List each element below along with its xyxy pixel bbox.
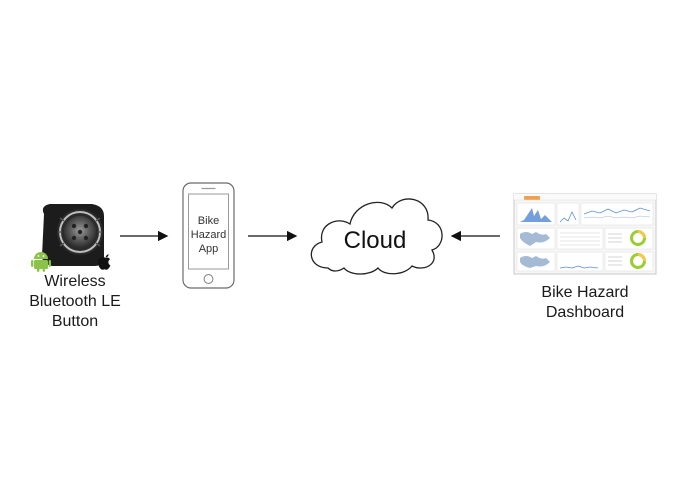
app-label-line: Bike xyxy=(197,215,220,227)
ble-button-label: Wireless Bluetooth LE Button xyxy=(8,272,142,332)
cloud-shape xyxy=(310,198,443,275)
ble-button-device xyxy=(42,204,104,266)
apple-icon xyxy=(98,254,111,270)
dashboard-thumbnail xyxy=(513,193,657,275)
app-label: Bike Hazard App xyxy=(183,214,234,256)
app-label-line: Hazard xyxy=(190,229,227,241)
cloud-label: Cloud xyxy=(343,227,407,254)
dashboard-label: Bike Hazard Dashboard xyxy=(520,283,650,323)
ble-button-label-line: Bluetooth LE xyxy=(29,293,121,310)
dashboard-label-line: Bike Hazard xyxy=(541,284,629,301)
ble-button-label-line: Button xyxy=(51,313,99,330)
dashboard-label-line: Dashboard xyxy=(545,304,625,321)
android-icon xyxy=(31,252,51,272)
phone-outline xyxy=(182,182,235,289)
ble-button-label-line: Wireless xyxy=(44,273,106,290)
app-label-line: App xyxy=(198,243,219,255)
